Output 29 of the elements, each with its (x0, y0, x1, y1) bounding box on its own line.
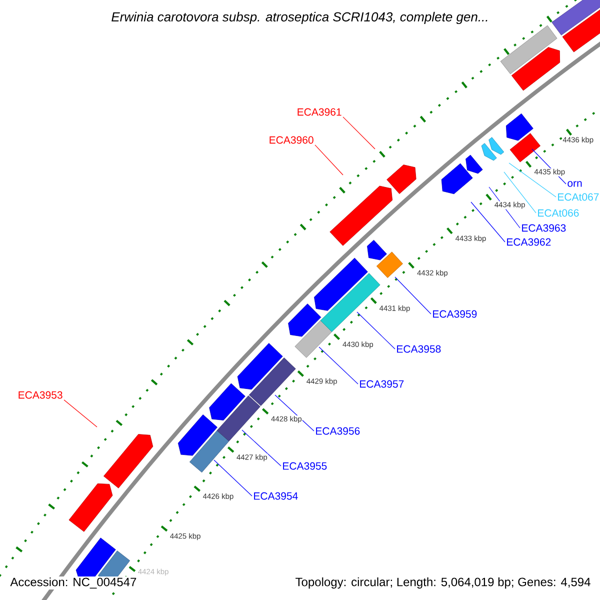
gene-label: ECA3957 (360, 380, 404, 388)
leader-line (394, 276, 432, 314)
leader-line (318, 346, 358, 384)
gene-label: ECA3955 (283, 462, 327, 470)
gene-label: ECA3958 (397, 345, 441, 353)
gene-label: ECA3960 (270, 136, 314, 144)
gene-label: ECA3962 (507, 238, 551, 246)
leader-line (508, 162, 556, 198)
title: Erwinia carotovora subsp. atroseptica SCRI1043, complete gen... (112, 12, 488, 24)
leader-line (242, 430, 282, 466)
gene-label: ECA3954 (254, 492, 298, 500)
leader-line (64, 400, 98, 428)
gene-label: ECA3956 (316, 427, 360, 435)
gene-label: ECA3959 (433, 310, 477, 318)
gene-label: ECA3953 (18, 391, 62, 399)
gene-label: orn (568, 181, 582, 187)
leader-line (504, 172, 536, 214)
leader-line (470, 202, 506, 242)
leader-line (356, 312, 396, 350)
gene-label: ECA3963 (522, 224, 566, 232)
accession-text: Accession: NC_004547 (9, 576, 138, 590)
gene-label: ECAt066 (538, 209, 579, 217)
leader-line (314, 144, 344, 176)
leader-line (214, 460, 252, 496)
leader-line (274, 394, 314, 432)
genome-info-text: Topology: circular; Length: 5,064,019 bp; Genes: 4,594 (294, 576, 592, 590)
gene-label: ECAt067 (558, 193, 599, 201)
leader-line (342, 116, 376, 150)
gene-label: ECA3961 (298, 108, 342, 116)
